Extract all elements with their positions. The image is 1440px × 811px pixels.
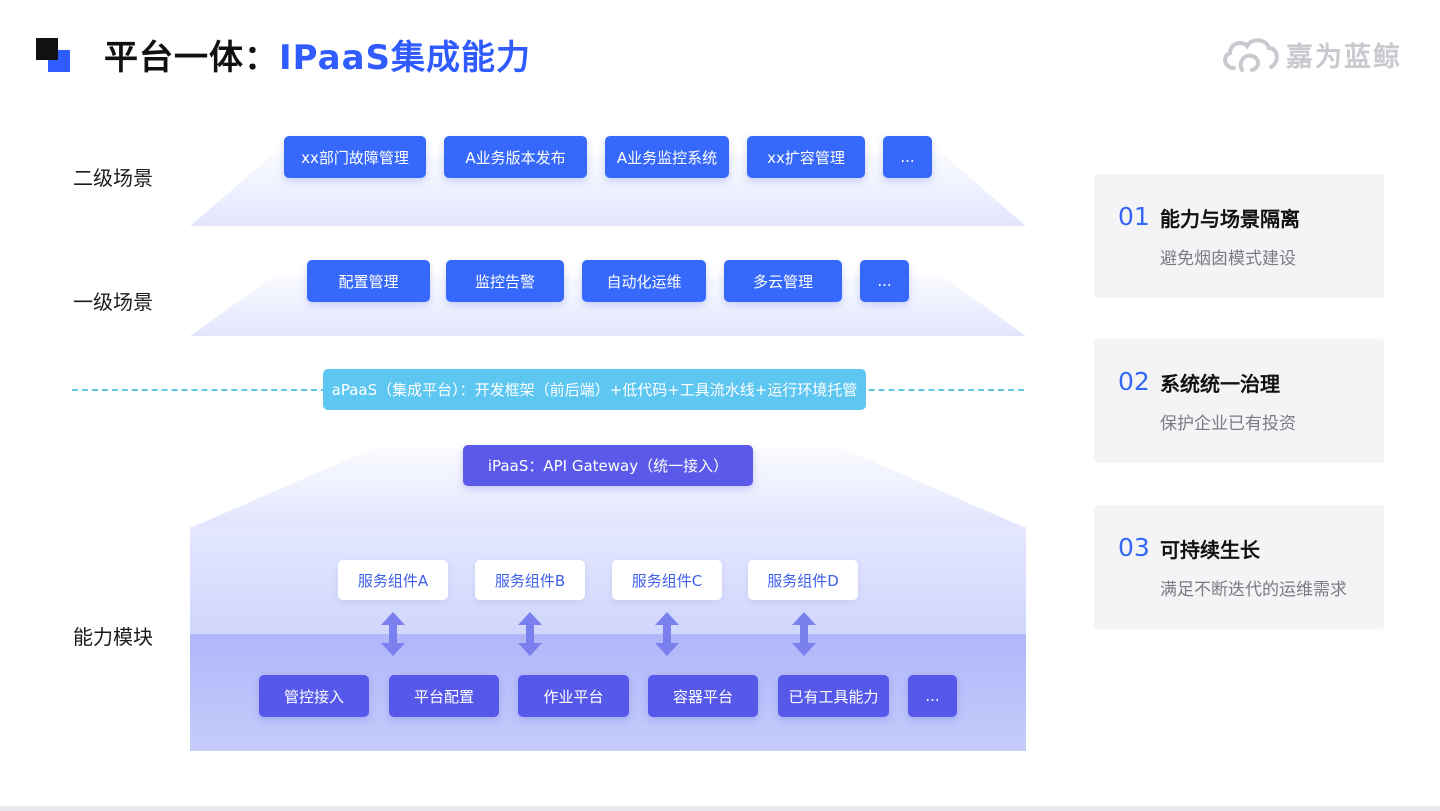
secondary-chip[interactable]: xx扩容管理 [747, 136, 865, 178]
service-component-chip[interactable]: 服务组件D [748, 560, 858, 600]
page-title: 平台一体：IPaaS集成能力 [104, 30, 531, 79]
apaas-bar[interactable]: aPaaS（集成平台）：开发框架（前后端）+低代码+工具流水线+运行环境托管 [323, 369, 866, 410]
card-subtitle: 避免烟囱模式建设 [1160, 249, 1296, 269]
secondary-chip[interactable]: A业务监控系统 [605, 136, 729, 178]
card-subtitle: 满足不断迭代的运维需求 [1160, 580, 1347, 600]
base-capability-chip-more[interactable]: ... [908, 675, 957, 717]
base-capability-chip[interactable]: 已有工具能力 [778, 675, 889, 717]
double-arrow-icon [792, 612, 816, 656]
feature-card: 02 系统统一治理 保护企业已有投资 [1094, 339, 1384, 463]
card-number: 03 [1118, 533, 1150, 562]
level-label-secondary: 二级场景 [73, 166, 153, 190]
cloud-icon [1223, 38, 1279, 72]
ipaas-bar[interactable]: iPaaS：API Gateway（统一接入） [463, 445, 753, 486]
card-subtitle: 保护企业已有投资 [1160, 414, 1296, 434]
card-number: 01 [1118, 202, 1150, 231]
secondary-chip[interactable]: xx部门故障管理 [284, 136, 426, 178]
primary-chip[interactable]: 配置管理 [307, 260, 430, 302]
header-square-icon [36, 38, 70, 72]
service-component-chip[interactable]: 服务组件A [338, 560, 448, 600]
base-capability-chip[interactable]: 平台配置 [389, 675, 499, 717]
logo-text: 嘉为蓝鲸 [1286, 41, 1402, 73]
title-highlight: IPaaS集成能力 [279, 38, 532, 78]
service-component-chip[interactable]: 服务组件B [475, 560, 585, 600]
service-component-chip[interactable]: 服务组件C [612, 560, 722, 600]
card-title: 能力与场景隔离 [1160, 207, 1300, 231]
card-number: 02 [1118, 367, 1150, 396]
secondary-chip-more[interactable]: ... [883, 136, 932, 178]
level-label-primary: 一级场景 [73, 290, 153, 314]
base-capability-chip[interactable]: 管控接入 [259, 675, 369, 717]
primary-chip[interactable]: 多云管理 [724, 260, 842, 302]
card-title: 可持续生长 [1160, 538, 1260, 562]
feature-card: 01 能力与场景隔离 避免烟囱模式建设 [1094, 174, 1384, 298]
secondary-chip[interactable]: A业务版本发布 [444, 136, 587, 178]
double-arrow-icon [655, 612, 679, 656]
primary-chip[interactable]: 监控告警 [446, 260, 564, 302]
title-prefix: 平台一体： [104, 38, 279, 78]
bottom-divider [0, 806, 1440, 811]
base-capability-chip[interactable]: 作业平台 [518, 675, 629, 717]
brand-logo: 嘉为蓝鲸 [1220, 34, 1402, 74]
double-arrow-icon [518, 612, 542, 656]
level-label-capability: 能力模块 [73, 625, 153, 649]
base-capability-chip[interactable]: 容器平台 [648, 675, 758, 717]
primary-chip-more[interactable]: ... [860, 260, 909, 302]
primary-chip[interactable]: 自动化运维 [582, 260, 706, 302]
card-title: 系统统一治理 [1160, 372, 1280, 396]
service-component-layer [190, 527, 1026, 635]
double-arrow-icon [381, 612, 405, 656]
feature-card: 03 可持续生长 满足不断迭代的运维需求 [1094, 505, 1384, 629]
